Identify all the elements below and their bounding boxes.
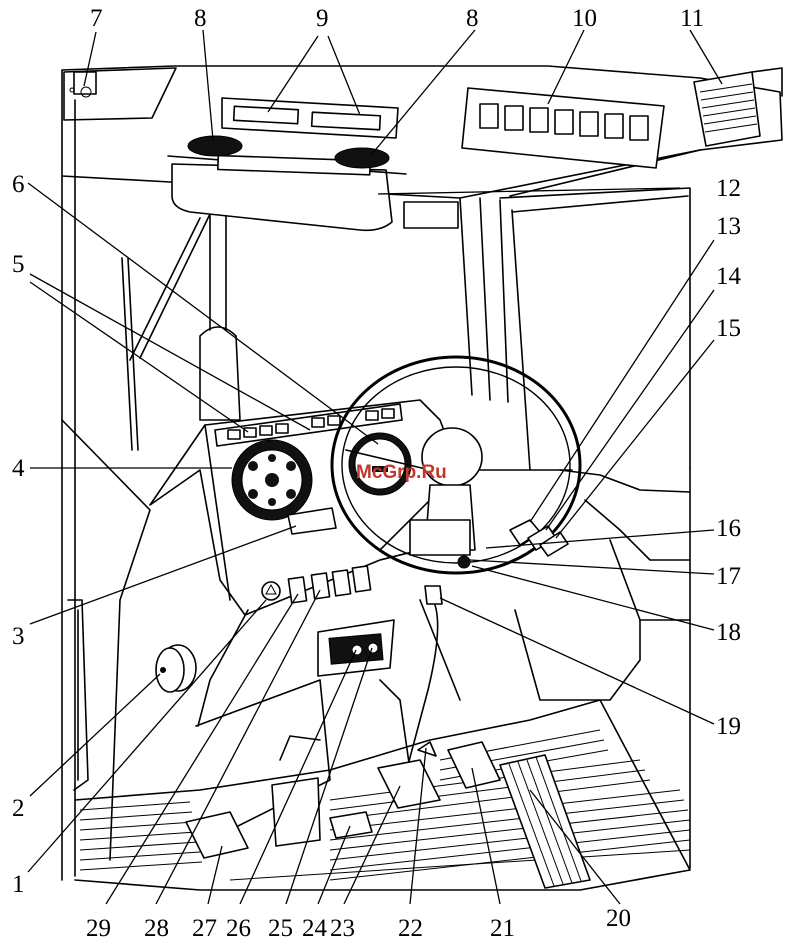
dashboard (149, 399, 471, 847)
watermark-text: McGrp.Ru (356, 462, 447, 483)
callout-8-left: 8 (194, 5, 207, 32)
callout-28: 28 (144, 915, 169, 941)
steering-assembly (330, 355, 582, 781)
callout-1: 1 (12, 871, 25, 898)
brake-pedal (377, 759, 441, 809)
callout-15: 15 (716, 315, 741, 342)
callout-24: 24 (302, 915, 328, 941)
callout-20: 20 (606, 905, 631, 932)
callout-5: 5 (12, 251, 25, 278)
callout-26: 26 (226, 915, 251, 941)
callout-4: 4 (12, 455, 25, 482)
callout-14: 14 (716, 263, 742, 290)
callout-18: 18 (716, 619, 741, 646)
leader-lines (27, 29, 723, 905)
dashboard-switch-row (261, 565, 372, 604)
speedometer-gauge (348, 432, 412, 496)
callout-12: 12 (716, 175, 741, 202)
roof-switches (479, 103, 649, 141)
callout-25: 25 (268, 915, 293, 941)
speaker-right (334, 147, 390, 169)
callout-8-right: 8 (466, 5, 479, 32)
callout-numbers: 1 2 3 4 5 6 7 8 8 9 10 11 12 13 14 15 16… (12, 5, 742, 941)
callout-6: 6 (12, 171, 25, 198)
speaker-left (187, 135, 243, 157)
callout-13: 13 (716, 213, 741, 240)
accelerator-pedal (447, 741, 501, 789)
callout-29: 29 (86, 915, 111, 941)
callout-22: 22 (398, 915, 423, 941)
overhead-console (167, 67, 783, 232)
callout-23: 23 (330, 915, 355, 941)
callout-11: 11 (680, 5, 704, 32)
callout-7: 7 (90, 5, 103, 32)
control-knob (155, 644, 197, 693)
callout-16: 16 (716, 515, 741, 542)
callout-2: 2 (12, 795, 25, 822)
instrument-cluster-gauge (231, 439, 313, 521)
callout-3: 3 (12, 623, 25, 650)
cab-floor (74, 699, 691, 891)
clutch-pedal (185, 811, 249, 859)
foot-switch (329, 811, 373, 839)
callout-17: 17 (716, 563, 741, 590)
warning-lamp-strip (214, 403, 403, 447)
callout-21: 21 (490, 915, 515, 941)
callout-27: 27 (192, 915, 217, 941)
callout-10: 10 (572, 5, 597, 32)
floor-mat-hatching (79, 729, 691, 881)
callout-19: 19 (716, 713, 741, 740)
callout-9: 9 (316, 5, 329, 32)
